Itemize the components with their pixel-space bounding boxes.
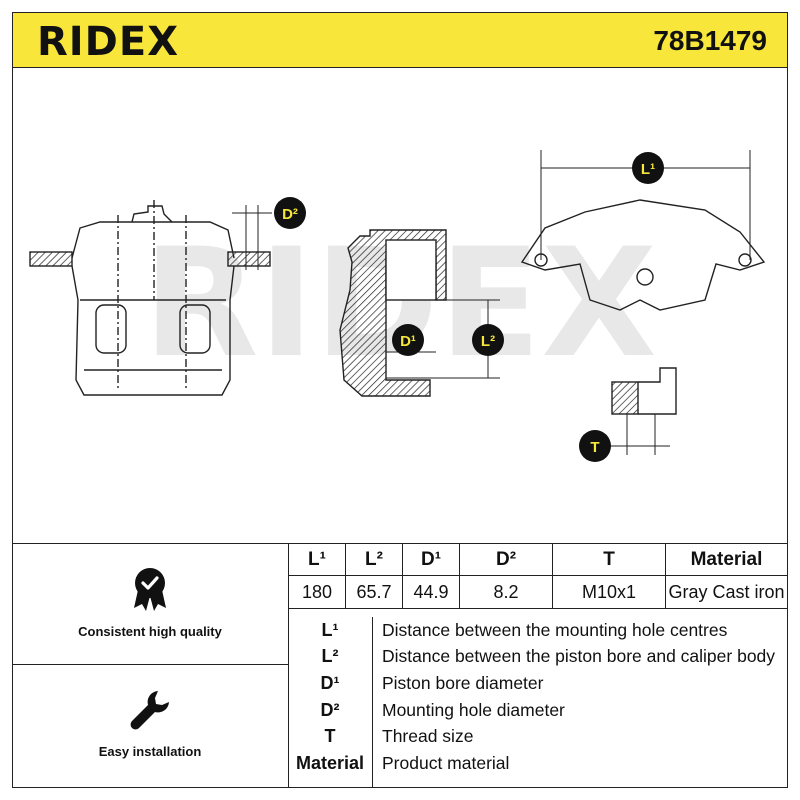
value-material: Gray Cast iron (665, 575, 788, 609)
quality-badge-icon (134, 568, 166, 611)
legend-key: D² (320, 699, 340, 720)
legend-divider (372, 617, 373, 788)
column-divider (288, 543, 289, 788)
part-number: 78B1479 (653, 25, 767, 56)
caliper-section-view (339, 229, 500, 397)
caliper-front-view (29, 200, 272, 396)
legend-desc: Distance between the piston bore and cal… (382, 646, 776, 667)
legend-desc: Piston bore diameter (382, 672, 544, 693)
thread-detail (610, 367, 677, 455)
spec-table: L¹ L² D¹ D² T Material 180 65.7 44.9 8.2… (288, 543, 788, 609)
value-l2: 65.7 (345, 575, 403, 609)
feature-quality-label: Consistent high quality (78, 624, 222, 639)
legend-desc: Distance between the mounting hole centr… (382, 619, 728, 640)
legend-desc: Product material (382, 752, 510, 773)
d2-label: D² (282, 206, 298, 223)
spec-value-row: 180 65.7 44.9 8.2 M10x1 Gray Cast iron (288, 575, 788, 609)
value-d2: 8.2 (459, 575, 553, 609)
legend: L¹ Distance between the mounting hole cen… (288, 617, 788, 777)
header-d1: D¹ (402, 543, 460, 576)
l2-label: L² (481, 333, 495, 350)
feature-divider (12, 664, 288, 665)
legend-row: D¹ Piston bore diameter (288, 670, 788, 697)
l1-marker (632, 152, 664, 184)
legend-row: L² Distance between the piston bore and c… (288, 644, 788, 671)
legend-key: Material (295, 752, 365, 773)
legend-row: D² Mounting hole diameter (288, 697, 788, 724)
header-t: T (552, 543, 666, 576)
feature-installation: Easy installation (12, 688, 288, 759)
l1-label: L¹ (641, 161, 655, 178)
value-t: M10x1 (552, 575, 666, 609)
legend-key: T (324, 726, 336, 747)
brand-logo: RIDEX (37, 19, 180, 65)
d1-label: D¹ (400, 333, 416, 350)
legend-key: L¹ (321, 619, 339, 640)
legend-row: L¹ Distance between the mounting hole cen… (288, 617, 788, 644)
header-bar: RIDEX 78B1479 (12, 12, 788, 68)
t-marker (579, 430, 611, 462)
header-material: Material (665, 543, 788, 576)
t-label: T (590, 439, 599, 456)
legend-key: D¹ (320, 672, 340, 693)
legend-row: T Thread size (288, 723, 788, 750)
spec-header-row: L¹ L² D¹ D² T Material (288, 543, 788, 576)
d2-marker (274, 197, 306, 229)
value-l1: 180 (288, 575, 346, 609)
d1-marker (392, 324, 424, 356)
feature-quality: Consistent high quality (12, 566, 288, 639)
technical-drawing: RIDEX D² D¹ L² (29, 150, 766, 462)
legend-row: Material Product material (288, 750, 788, 777)
header-l2: L² (345, 543, 403, 576)
header-d2: D² (459, 543, 553, 576)
legend-key: L² (321, 646, 339, 667)
l2-marker (472, 324, 504, 356)
legend-desc: Thread size (382, 726, 474, 747)
feature-installation-label: Easy installation (98, 744, 202, 759)
wrench-icon (130, 691, 169, 730)
legend-desc: Mounting hole diameter (382, 699, 565, 720)
value-d1: 44.9 (402, 575, 460, 609)
header-l1: L¹ (288, 543, 346, 576)
